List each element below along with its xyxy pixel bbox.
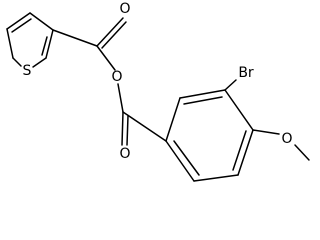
bond [122, 111, 167, 142]
bond [101, 21, 127, 49]
atom-labels: S O O O Br O [23, 1, 293, 162]
bond [117, 83, 124, 113]
bond [45, 29, 54, 59]
bond [165, 140, 195, 182]
ester-oxygen-label: O [111, 69, 122, 85]
bond [193, 174, 239, 182]
sulfur-atom-label: S [23, 63, 32, 79]
ester-group [52, 17, 127, 113]
bond [224, 89, 254, 131]
bond [32, 57, 47, 68]
carbonyl-oxygen-label: O [119, 1, 130, 17]
bond [29, 12, 54, 31]
bond [126, 115, 129, 146]
bond [96, 45, 116, 71]
bond [179, 89, 226, 99]
bond [12, 57, 22, 67]
bond [232, 130, 247, 171]
bond [224, 79, 237, 91]
bond [6, 12, 31, 30]
ketone-oxygen-label: O [119, 146, 130, 162]
bond [52, 29, 98, 47]
bond [165, 97, 181, 142]
methoxy-oxygen-label: O [281, 131, 292, 147]
bond [173, 140, 200, 176]
bond [41, 36, 48, 56]
substituents [224, 79, 310, 161]
bond [11, 18, 32, 33]
bond [121, 111, 124, 146]
bond [183, 96, 223, 105]
bromine-atom-label: Br [238, 65, 254, 81]
ketone-group [121, 111, 167, 146]
bond [294, 144, 310, 161]
chemical-structure: S O O O Br O [6, 1, 310, 182]
bond [96, 17, 124, 47]
bond [252, 129, 280, 135]
bond [237, 129, 254, 176]
bond [6, 28, 14, 59]
benzene-ring [165, 89, 254, 182]
thiophene-ring [6, 12, 54, 68]
